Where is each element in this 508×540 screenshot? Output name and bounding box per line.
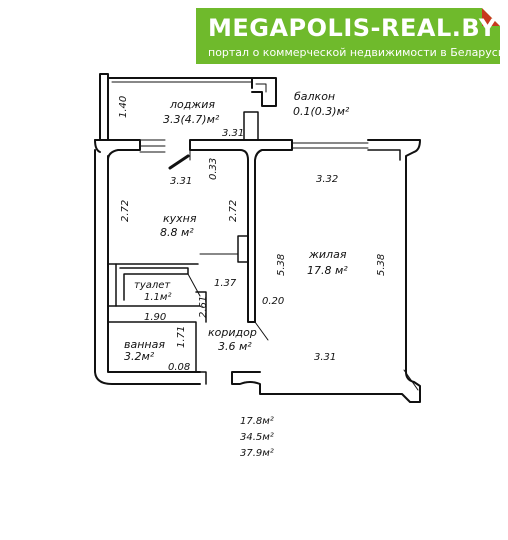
dim-331-bottom: 3.31 <box>314 352 336 363</box>
banner-corner-fold <box>482 8 500 26</box>
bath-door <box>195 371 207 385</box>
dim-190: 1.90 <box>144 312 166 323</box>
loggia-top <box>107 77 253 89</box>
label-corridor-area: 3.6 м² <box>218 340 252 353</box>
living-door <box>254 321 269 341</box>
balcony-sub <box>255 83 267 93</box>
wall-top-left-b <box>94 139 101 153</box>
wall-right-bottom <box>403 369 419 391</box>
kitchen-door <box>168 154 190 170</box>
total-living: 17.8м² <box>240 416 274 427</box>
site-banner[interactable]: MEGAPOLIS-REAL.BY портал о коммерческой … <box>196 8 505 64</box>
dim-008: 0.08 <box>168 362 190 373</box>
label-bath-area: 3.2м² <box>124 350 155 363</box>
living-window <box>291 142 369 149</box>
total-area: 34.5м² <box>240 432 274 443</box>
dim-137: 1.37 <box>214 278 237 289</box>
label-living-name: жилая <box>308 248 347 261</box>
dim-272-right: 2.72 <box>228 200 239 222</box>
label-bath-name: ванная <box>124 338 165 351</box>
label-corridor-name: коридор <box>208 326 257 339</box>
dim-261: 2.61 <box>198 296 209 318</box>
label-toilet-area: 1.1м² <box>144 292 171 303</box>
balcony-box <box>251 77 277 107</box>
label-kitchen-name: кухня <box>163 212 197 225</box>
dim-140: 1.40 <box>118 96 129 118</box>
kitchen-window <box>139 139 166 153</box>
dim-332: 3.32 <box>316 174 338 185</box>
dim-171: 1.71 <box>176 326 187 348</box>
wall-loggia-left <box>99 73 109 141</box>
brand-subtitle: портал о коммерческой недвижимости в Бел… <box>208 46 505 59</box>
dim-538-right: 5.38 <box>376 254 387 276</box>
label-living-area: 17.8 м² <box>307 264 348 277</box>
dim-331-kitchen: 3.31 <box>170 176 192 187</box>
wall-top-right-inner <box>367 149 401 161</box>
label-loggia-name: лоджия <box>169 98 215 111</box>
dim-033: 0.33 <box>208 158 219 180</box>
wall-left-outer <box>94 149 201 385</box>
label-balcony-name: балкон <box>294 90 335 103</box>
total-with-loggia: 37.9м² <box>240 448 274 459</box>
label-toilet-name: туалет <box>134 280 171 291</box>
loggia-door <box>243 111 259 141</box>
wall-top-left <box>94 139 141 161</box>
dim-020: 0.20 <box>262 296 284 307</box>
dim-538-left: 5.38 <box>276 254 287 276</box>
fridge-box <box>237 235 249 263</box>
dim-272-left: 2.72 <box>120 200 131 222</box>
dim-331-loggia: 3.31 <box>222 128 244 139</box>
bath-wall <box>107 321 197 373</box>
brand-title: MEGAPOLIS-REAL.BY <box>208 14 497 42</box>
label-balcony-area: 0.1(0.3)м² <box>293 105 350 118</box>
label-kitchen-area: 8.8 м² <box>160 226 194 239</box>
toilet-door-frame <box>195 291 207 323</box>
wall-left-inner <box>107 155 201 373</box>
label-loggia-area: 3.3(4.7)м² <box>163 113 220 126</box>
